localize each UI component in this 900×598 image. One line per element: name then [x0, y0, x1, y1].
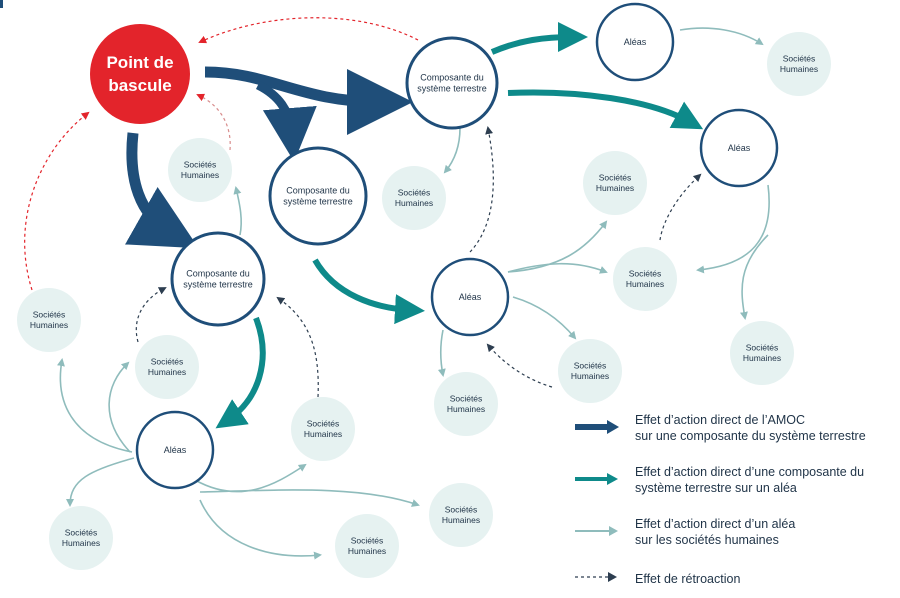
legend-hazard-arrow-icon [575, 526, 618, 536]
society-node-7-label-line2: Humaines [30, 320, 68, 330]
legend-component-arrow-icon [575, 473, 618, 485]
legend-amoc-arrow-icon [575, 420, 619, 434]
society-node-14-label-line2: Humaines [62, 538, 100, 548]
legend-row-component: Effet d’action direct d’une composante d… [575, 464, 895, 506]
society-node-7-label-line1: Sociétés [33, 310, 66, 320]
society-node-9-label-line1: Sociétés [574, 361, 607, 371]
society-node-2-label-line1: Sociétés [184, 160, 217, 170]
society-node-12-label-line2: Humaines [442, 515, 480, 525]
hazard-arrows [57, 27, 770, 560]
amoc-arrow-to-component-top [204, 66, 413, 135]
amoc-arrow-to-component-left [125, 132, 199, 249]
component-node-left-label-line2: système terrestre [183, 280, 253, 290]
component-arrow-to-hazard-right [507, 89, 704, 130]
legend-row-hazard: Effet d’action direct d’un aléa sur les … [575, 516, 895, 558]
hazard-node-top: Aléas [595, 2, 675, 82]
society-node-6-label-line2: Humaines [743, 353, 781, 363]
society-node-2-label-line2: Humaines [181, 170, 219, 180]
legend-label-amoc: Effet d’action direct de l’AMOC sur une … [635, 413, 866, 443]
tipping-point-label-line1: Point de [106, 53, 173, 72]
society-node-10-label-line1: Sociétés [450, 394, 483, 404]
legend-label-component: Effet d’action direct d’une composante d… [635, 465, 865, 495]
component-node-top-label-line1: Composante du [420, 73, 484, 83]
component-node-middle-label-line2: système terrestre [283, 197, 353, 207]
component-node-middle-label-line1: Composante du [286, 186, 350, 196]
society-node-8-label-line2: Humaines [148, 367, 186, 377]
tipping-point-node: Point de bascule [90, 24, 190, 124]
tipping-point-label-line2: bascule [108, 76, 171, 95]
society-node-8-label-line1: Sociétés [151, 357, 184, 367]
hazard-node-right-label-line1: Aléas [728, 143, 751, 153]
amoc-arrow-to-component-middle [255, 80, 317, 162]
society-node-1-label-line1: Sociétés [783, 54, 816, 64]
legend: Effet d’action direct de l’AMOC sur une … [575, 412, 895, 598]
society-node-11-label-line2: Humaines [304, 429, 342, 439]
component-arrow-to-hazard-top [490, 22, 588, 55]
hazard-node-right: Aléas [699, 108, 779, 188]
society-node-4-label-line1: Sociétés [599, 173, 632, 183]
society-node-4-label-line2: Humaines [596, 183, 634, 193]
feedback-arrows [24, 17, 702, 398]
society-node-9-label-line2: Humaines [571, 371, 609, 381]
component-node-left-label-line1: Composante du [186, 269, 250, 279]
society-node-12-label-line1: Sociétés [445, 505, 478, 515]
component-arrow-to-hazard-left [215, 316, 266, 429]
legend-row-feedback: Effet de rétroaction [575, 568, 895, 588]
society-node-14-label-line1: Sociétés [65, 528, 98, 538]
legend-row-amoc: Effet d’action direct de l’AMOC sur une … [575, 412, 895, 454]
hazard-node-left: Aléas [135, 410, 215, 490]
corner-accent [0, 0, 3, 8]
society-node-10-label-line2: Humaines [447, 404, 485, 414]
society-node-13-label-line2: Humaines [348, 546, 386, 556]
society-node-5-label-line2: Humaines [626, 279, 664, 289]
amoc-arrows [125, 66, 413, 249]
hazard-node-top-label-line1: Aléas [624, 37, 647, 47]
society-node-1-label-line2: Humaines [780, 64, 818, 74]
society-node-5-label-line1: Sociétés [629, 269, 662, 279]
legend-feedback-arrow-icon [575, 572, 617, 582]
hazard-node-middle-label-line1: Aléas [459, 292, 482, 302]
society-node-6-label-line1: Sociétés [746, 343, 779, 353]
legend-label-hazard: Effet d’action direct d’un aléa sur les … [635, 517, 796, 547]
component-arrows [215, 22, 704, 429]
society-node-13-label-line1: Sociétés [351, 536, 384, 546]
society-node-3-label-line2: Humaines [395, 198, 433, 208]
hazard-node-left-label-line1: Aléas [164, 445, 187, 455]
legend-label-feedback: Effet de rétroaction [635, 572, 741, 586]
society-node-3-label-line1: Sociétés [398, 188, 431, 198]
component-arrow-to-hazard-middle [312, 258, 425, 325]
hazard-node-middle: Aléas [430, 257, 510, 337]
component-node-top-label-line2: système terrestre [417, 84, 487, 94]
society-node-11-label-line1: Sociétés [307, 419, 340, 429]
